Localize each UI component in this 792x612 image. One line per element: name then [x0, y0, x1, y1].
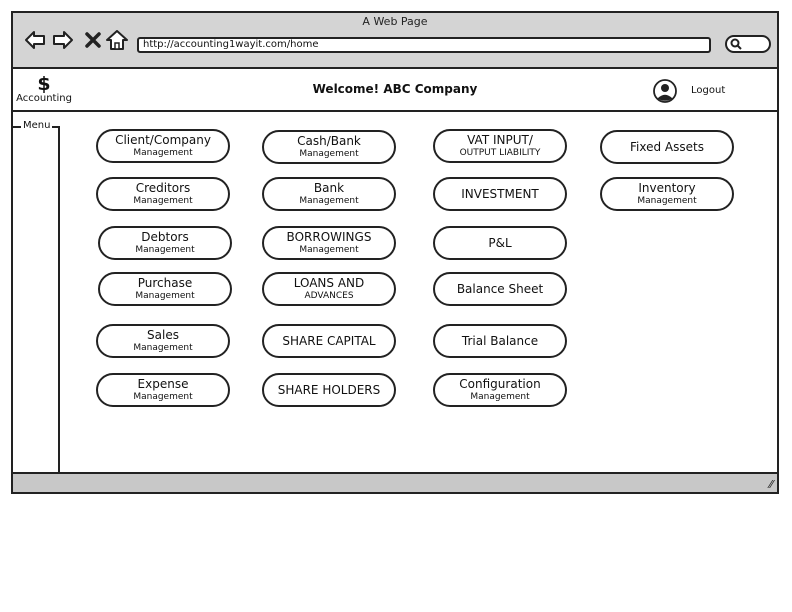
page-title: A Web Page [362, 15, 428, 28]
menu-label: Menu [21, 120, 53, 132]
browser-window: A Web Page http://accounting1wayit.com/h… [11, 11, 779, 494]
share-capital-button[interactable]: SHARE CAPITAL [262, 324, 396, 358]
close-icon[interactable] [81, 29, 105, 51]
search-button[interactable] [725, 35, 771, 53]
user-avatar-icon[interactable] [653, 79, 677, 103]
trial-balance-button[interactable]: Trial Balance [433, 324, 567, 358]
purchase-button[interactable]: Purchase Management [98, 272, 232, 306]
cash-bank-button[interactable]: Cash/Bank Management [262, 130, 396, 164]
logo-label: Accounting [16, 93, 72, 104]
fixed-assets-button[interactable]: Fixed Assets [600, 130, 734, 164]
pl-button[interactable]: P&L [433, 226, 567, 260]
status-bar: ⁄⁄ [13, 472, 777, 492]
module-grid: Client/Company Management Creditors Mana… [13, 13, 777, 492]
welcome-message: Welcome! ABC Company [312, 82, 478, 96]
borrowings-button[interactable]: BORROWINGS Management [262, 226, 396, 260]
menu-panel[interactable]: Menu [13, 120, 60, 474]
share-holders-button[interactable]: SHARE HOLDERS [262, 373, 396, 407]
search-icon [730, 38, 742, 50]
back-icon[interactable] [23, 29, 47, 51]
debtors-button[interactable]: Debtors Management [98, 226, 232, 260]
configuration-button[interactable]: Configuration Management [433, 373, 567, 407]
client-company-button[interactable]: Client/Company Management [96, 129, 230, 163]
browser-toolbar: A Web Page http://accounting1wayit.com/h… [13, 13, 777, 69]
investment-button[interactable]: INVESTMENT [433, 177, 567, 211]
loans-advances-button[interactable]: LOANS AND ADVANCES [262, 272, 396, 306]
vat-button[interactable]: VAT INPUT/ OUTPUT LIABILITY [433, 129, 567, 163]
home-icon[interactable] [105, 29, 129, 51]
creditors-button[interactable]: Creditors Management [96, 177, 230, 211]
balance-sheet-button[interactable]: Balance Sheet [433, 272, 567, 306]
app-logo[interactable]: $ Accounting [16, 73, 72, 105]
logout-link[interactable]: Logout [691, 85, 726, 96]
expense-button[interactable]: Expense Management [96, 373, 230, 407]
bank-button[interactable]: Bank Management [262, 177, 396, 211]
forward-icon[interactable] [51, 29, 75, 51]
resize-grip-icon[interactable]: ⁄⁄ [769, 478, 773, 491]
app-header: $ Accounting Welcome! ABC Company Logout [13, 69, 777, 112]
inventory-button[interactable]: Inventory Management [600, 177, 734, 211]
url-input[interactable]: http://accounting1wayit.com/home [137, 37, 711, 53]
dollar-icon: $ [37, 73, 51, 95]
sales-button[interactable]: Sales Management [96, 324, 230, 358]
